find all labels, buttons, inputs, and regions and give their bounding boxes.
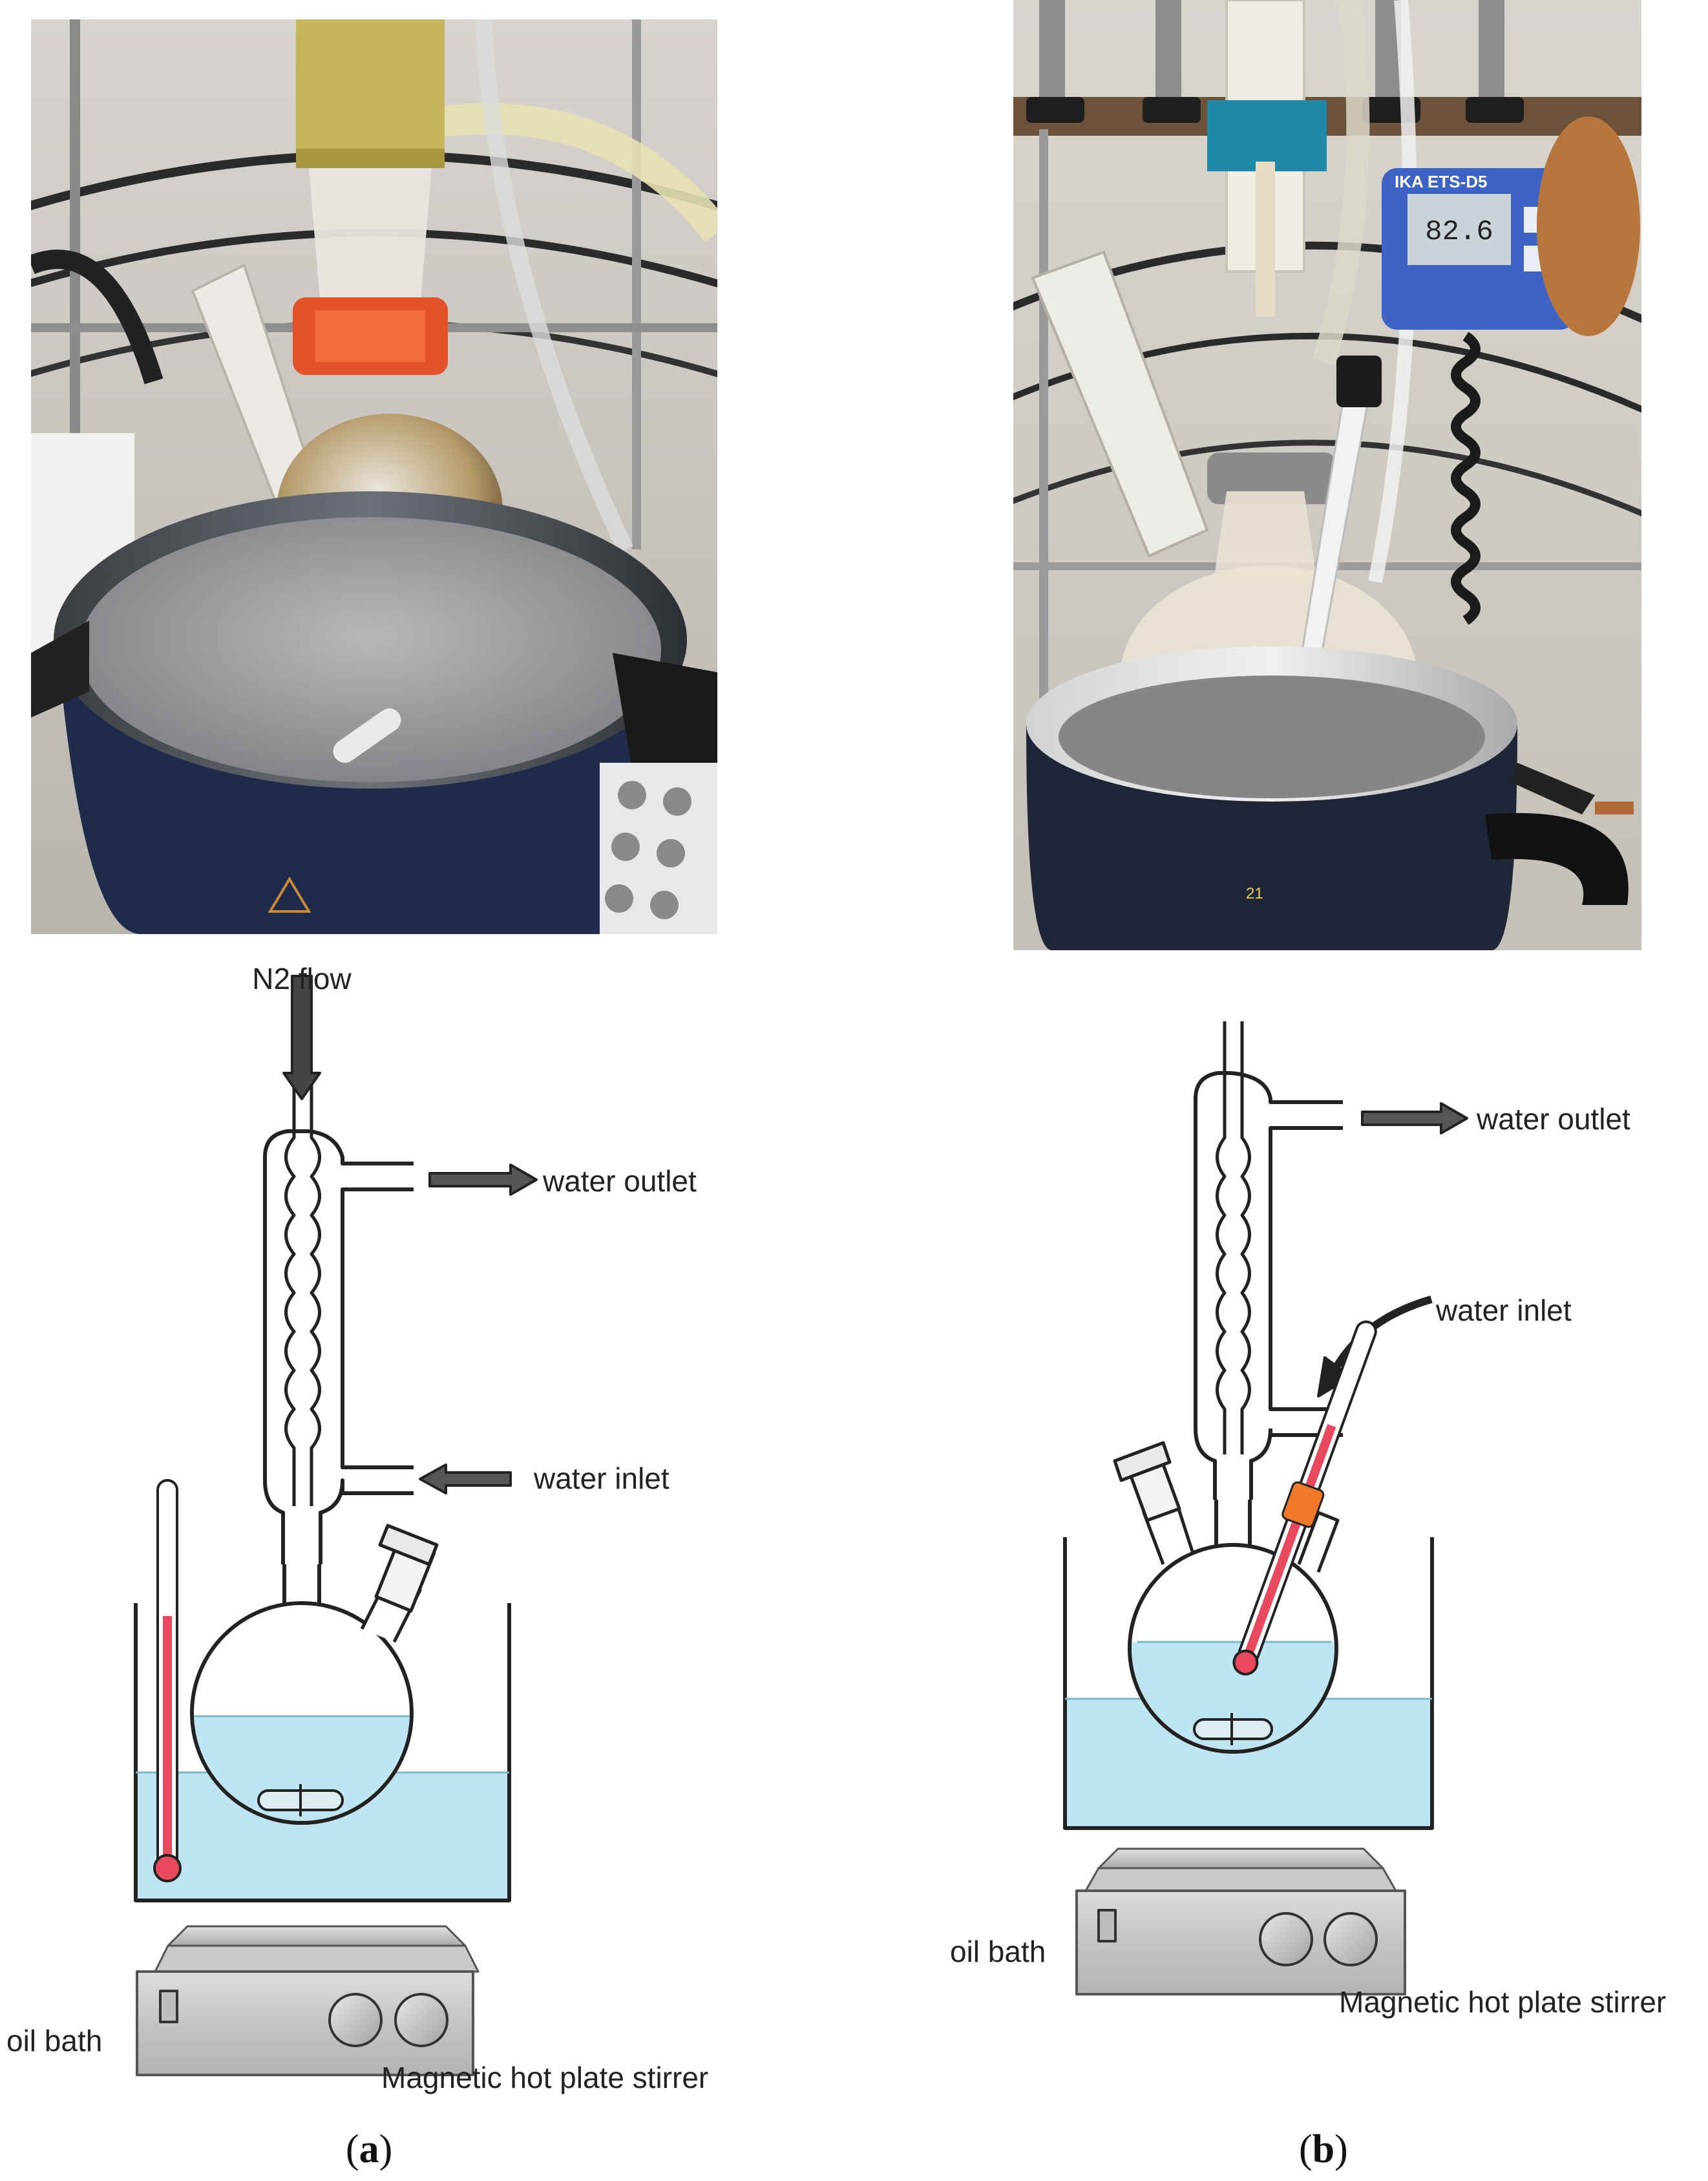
caption-a: (a): [346, 2127, 393, 2171]
label-stirrer-b: Magnetic hot plate stirrer: [1339, 1985, 1666, 2019]
caption-b: (b): [1299, 2127, 1348, 2171]
label-oil-bath-a: oil bath: [6, 2024, 102, 2058]
label-water-inlet-a: water inlet: [533, 1462, 669, 1495]
caption-b-letter: b: [1312, 2127, 1335, 2171]
label-n2-flow: N2 flow: [252, 962, 352, 995]
photo-b: 82.6 IKA ETS-D5 21: [1013, 0, 1641, 950]
diagrams: N2 flow water outlet water inlet oil bat…: [0, 905, 1708, 2181]
photo-a: [31, 19, 717, 934]
label-oil-bath-b: oil bath: [950, 1935, 1046, 1968]
device-label: IKA ETS-D5: [1395, 172, 1488, 191]
label-water-inlet-b: water inlet: [1435, 1293, 1572, 1327]
caption-a-letter: a: [359, 2127, 379, 2171]
diagram-a: N2 flow water outlet water inlet oil bat…: [6, 962, 708, 2094]
diagram-b: water outlet water inlet oil bath Magnet…: [950, 1021, 1666, 2019]
mantle-number: 21: [1246, 885, 1263, 902]
label-water-outlet-a: water outlet: [542, 1164, 697, 1198]
label-stirrer-a: Magnetic hot plate stirrer: [381, 2061, 708, 2094]
thermometer-display: 82.6: [1425, 216, 1493, 248]
label-water-outlet-b: water outlet: [1476, 1102, 1630, 1136]
